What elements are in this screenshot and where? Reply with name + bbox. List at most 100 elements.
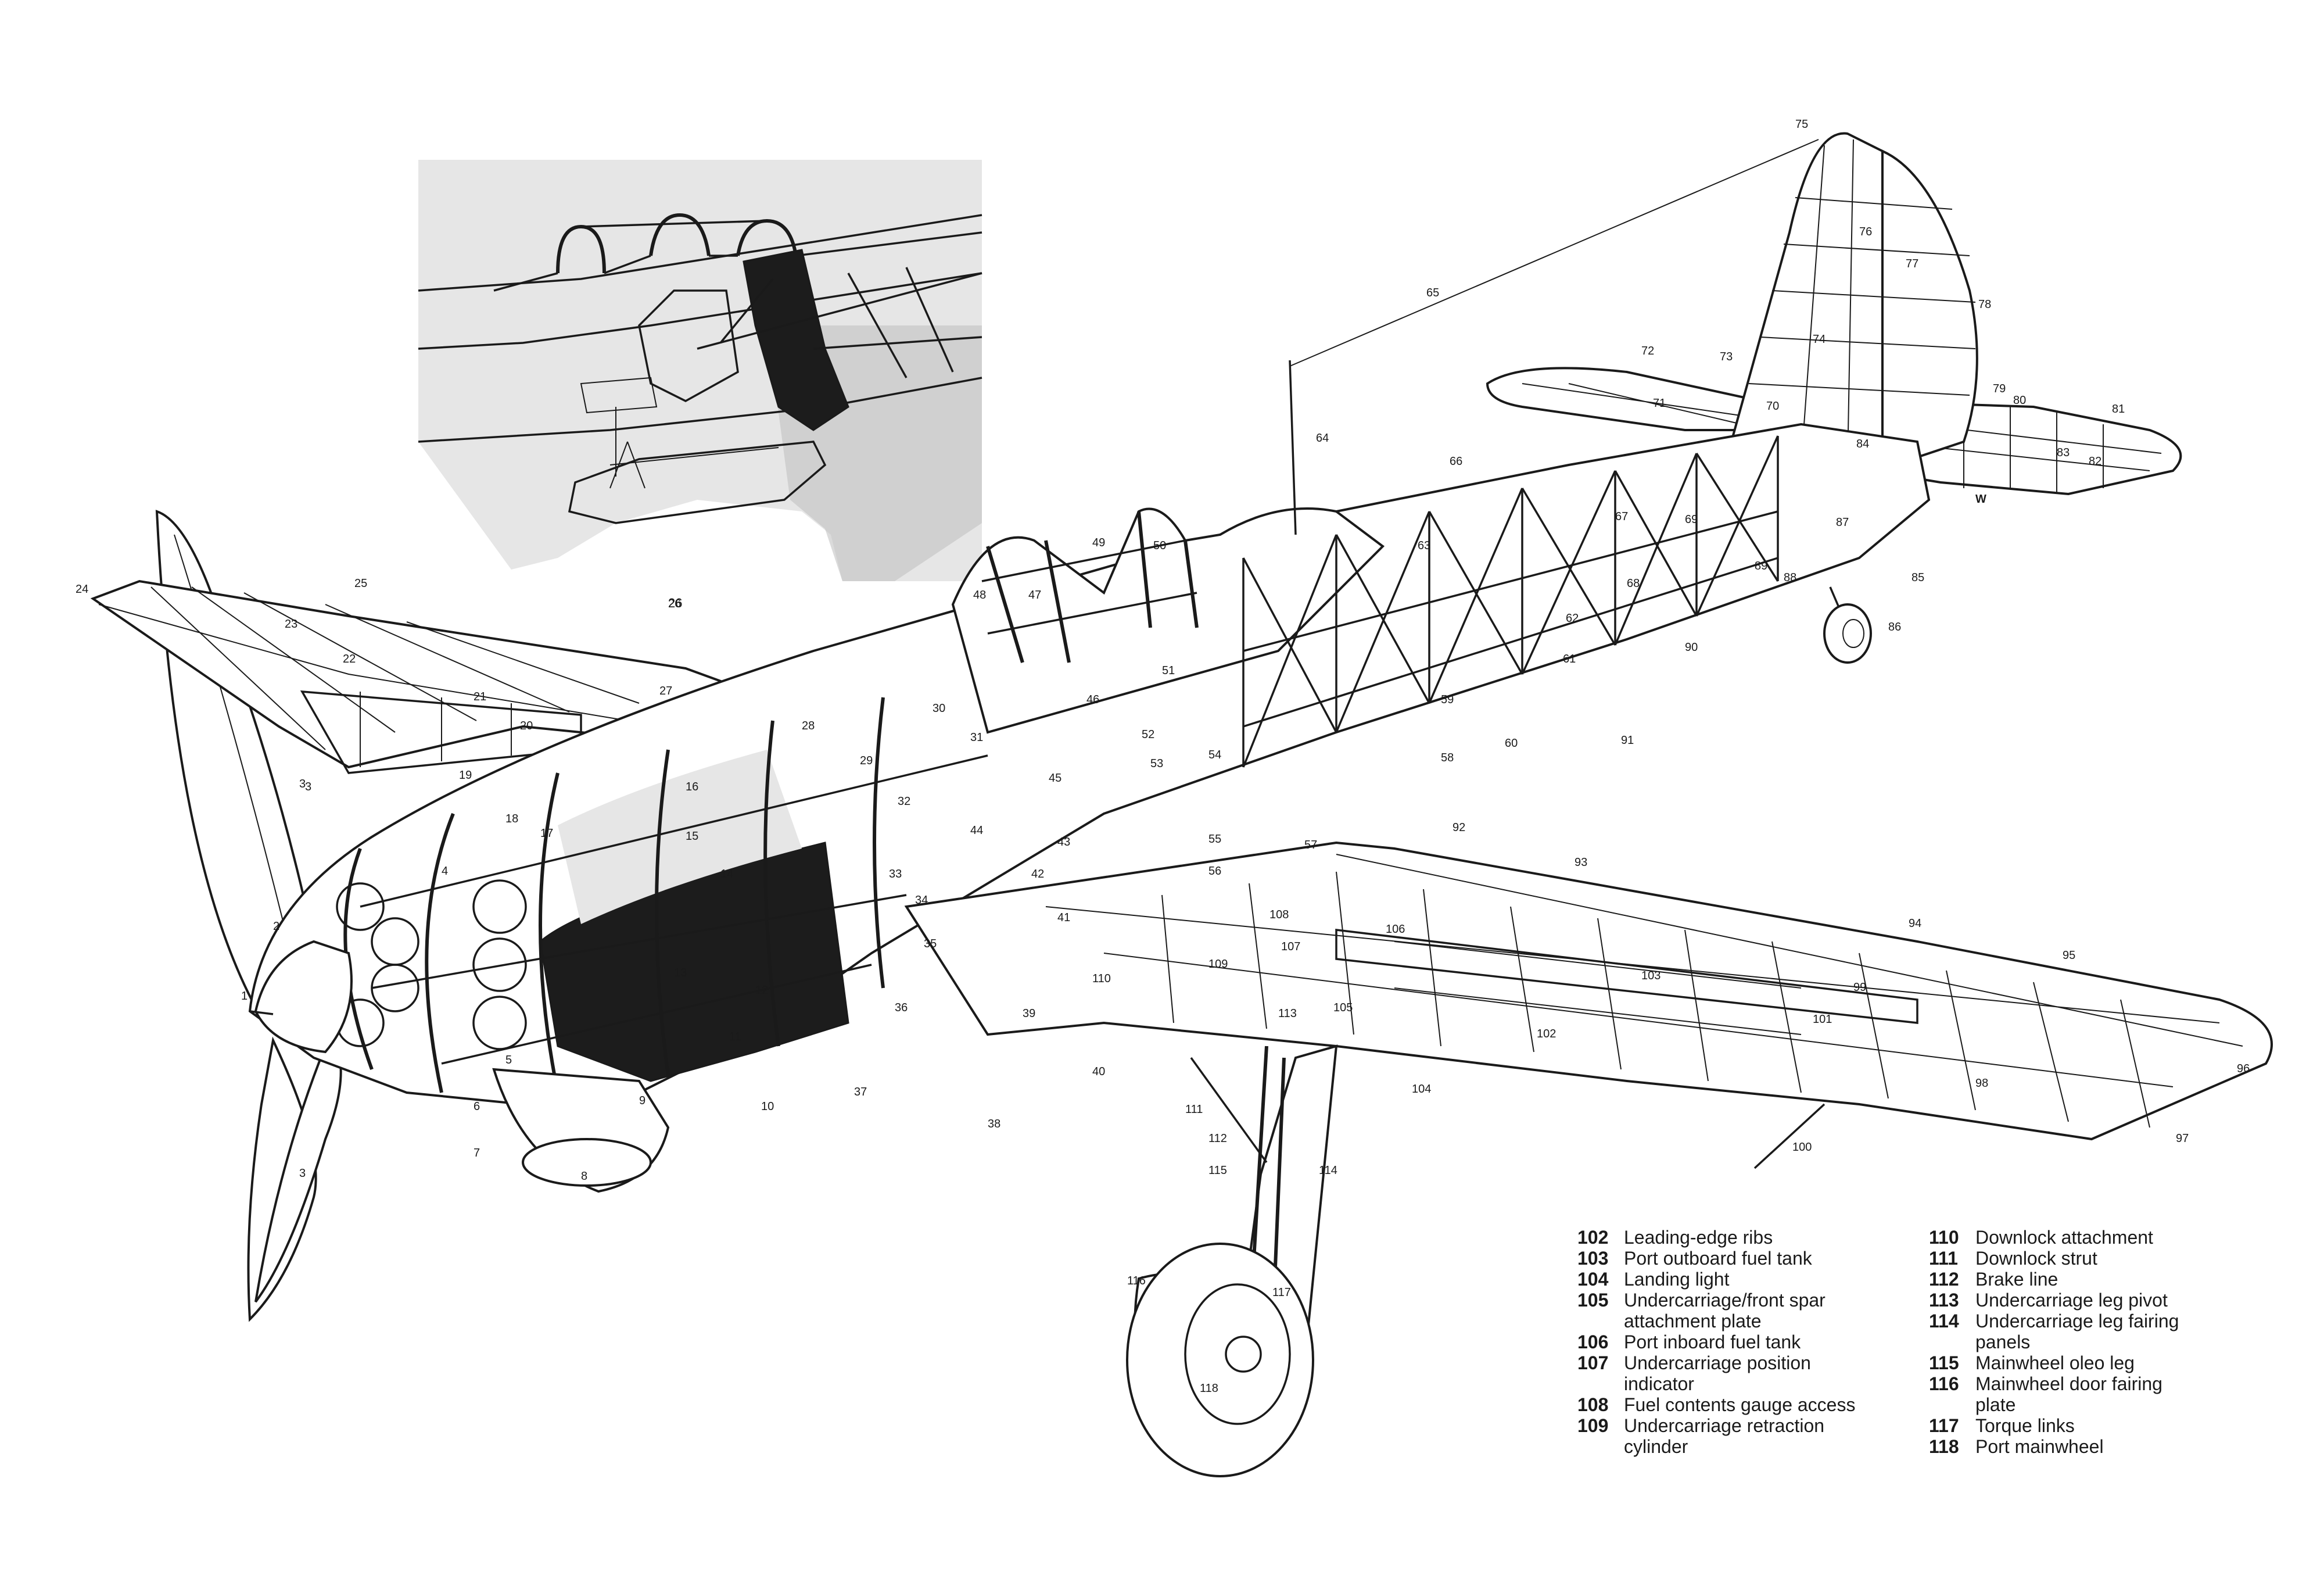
callout-65: 65 — [1426, 287, 1439, 299]
callout-8: 8 — [581, 1170, 587, 1183]
callout-36: 36 — [895, 1001, 908, 1014]
callout-15: 15 — [686, 830, 698, 843]
callout-1: 1 — [241, 990, 248, 1003]
callout-80: 80 — [2013, 394, 2026, 407]
callout-63: 63 — [1418, 539, 1430, 552]
callout-label: 3 — [299, 1167, 306, 1180]
callout-10: 10 — [761, 1100, 774, 1113]
callout-9: 9 — [639, 1094, 645, 1107]
callout-24: 24 — [76, 583, 88, 596]
legend-description: Downlock strut — [1975, 1248, 2097, 1269]
callout-109: 109 — [1208, 958, 1228, 971]
callout-94: 94 — [1909, 917, 1921, 930]
legend-number: 115 — [1929, 1352, 1959, 1373]
legend-number: 117 — [1929, 1415, 1959, 1436]
callout-35: 35 — [924, 937, 937, 950]
legend-number: 108 — [1577, 1394, 1608, 1415]
callout-79: 79 — [1993, 382, 2006, 395]
legend-description: Leading-edge ribs — [1624, 1227, 1773, 1248]
callout-98: 98 — [1975, 1077, 1988, 1090]
callout-105: 105 — [1333, 1001, 1353, 1014]
callout-116: 116 — [1127, 1275, 1146, 1287]
legend-description: Port outboard fuel tank — [1624, 1248, 1813, 1269]
callout-83: 83 — [2057, 446, 2070, 459]
callout-41: 41 — [1057, 911, 1070, 924]
callout-77: 77 — [1906, 257, 1918, 270]
legend-description: Downlock attachment — [1975, 1227, 2153, 1248]
callout-99: 99 — [1853, 981, 1866, 994]
legend-number: 112 — [1929, 1269, 1959, 1290]
callout-54: 54 — [1208, 749, 1221, 761]
legend-description: Undercarriage/front spar — [1624, 1290, 1826, 1311]
callout-28: 28 — [802, 720, 815, 732]
legend-description: cylinder — [1624, 1436, 1688, 1457]
callout-48: 48 — [973, 589, 986, 602]
callout-89: 89 — [1755, 560, 1767, 572]
callout-85: 85 — [1911, 571, 1924, 584]
callout-78: 78 — [1978, 298, 1991, 311]
legend-description: Torque links — [1975, 1415, 2075, 1436]
callout-92: 92 — [1452, 821, 1465, 834]
legend-number: 111 — [1929, 1248, 1958, 1269]
callout-21: 21 — [474, 690, 486, 703]
legend-number: 110 — [1929, 1227, 1959, 1248]
fuselage — [248, 423, 1931, 1193]
callout-56: 56 — [1208, 865, 1221, 878]
callout-70: 70 — [1766, 400, 1779, 413]
callout-23: 23 — [285, 618, 297, 631]
callout-49: 49 — [1092, 536, 1105, 549]
callout-30: 30 — [933, 702, 945, 715]
callout-82: 82 — [2089, 455, 2101, 468]
callout-52: 52 — [1142, 728, 1154, 741]
legend-description: attachment plate — [1624, 1311, 1762, 1331]
callout-110: 110 — [1092, 972, 1111, 985]
fin-and-rudder — [1730, 132, 1978, 478]
callout-108: 108 — [1269, 908, 1289, 921]
callout-13: 13 — [674, 967, 687, 979]
callout-32: 32 — [898, 795, 910, 808]
callout-87: 87 — [1836, 516, 1849, 529]
legend-number: 109 — [1577, 1415, 1608, 1436]
legend-description: Mainwheel door fairing — [1975, 1373, 2162, 1394]
legend-description: Port mainwheel — [1975, 1436, 2104, 1457]
legend-description: Fuel contents gauge access — [1624, 1394, 1855, 1415]
callout-12: 12 — [755, 984, 768, 997]
callout-100: 100 — [1792, 1141, 1812, 1154]
legend-number: 118 — [1929, 1436, 1959, 1457]
callout-25: 25 — [354, 577, 367, 590]
callout-7: 7 — [474, 1147, 480, 1159]
legend-description: Landing light — [1624, 1269, 1730, 1290]
callout-103: 103 — [1641, 969, 1660, 982]
callout-76: 76 — [1859, 225, 1872, 238]
cockpit-inset: 26 — [418, 160, 982, 610]
legend-description: panels — [1975, 1331, 2030, 1352]
legend-description: Undercarriage position — [1624, 1352, 1811, 1373]
callout-107: 107 — [1281, 940, 1300, 953]
callout-69: 69 — [1685, 513, 1698, 526]
callout-label: 26 — [668, 596, 682, 610]
undercarriage — [1126, 586, 1872, 1477]
callout-58: 58 — [1441, 751, 1454, 764]
legend-description: indicator — [1624, 1373, 1694, 1394]
callout-101: 101 — [1813, 1013, 1832, 1026]
legend-description: Undercarriage leg pivot — [1975, 1290, 2168, 1311]
callout-88: 88 — [1784, 571, 1796, 584]
callout-3: 3 — [305, 781, 311, 793]
callout-74: 74 — [1813, 333, 1826, 346]
callout-115: 115 — [1208, 1164, 1227, 1177]
callout-114: 114 — [1319, 1164, 1337, 1177]
callout-59: 59 — [1441, 693, 1454, 706]
callout-90: 90 — [1685, 641, 1698, 654]
callout-4: 4 — [442, 865, 448, 878]
callout-27: 27 — [659, 685, 672, 697]
callout-37: 37 — [854, 1086, 867, 1098]
callout-81: 81 — [2112, 403, 2125, 416]
callout-104: 104 — [1412, 1083, 1431, 1096]
callout-91: 91 — [1621, 734, 1634, 747]
callout-43: 43 — [1057, 836, 1070, 849]
callout-34: 34 — [915, 894, 928, 907]
callout-42: 42 — [1031, 868, 1044, 880]
